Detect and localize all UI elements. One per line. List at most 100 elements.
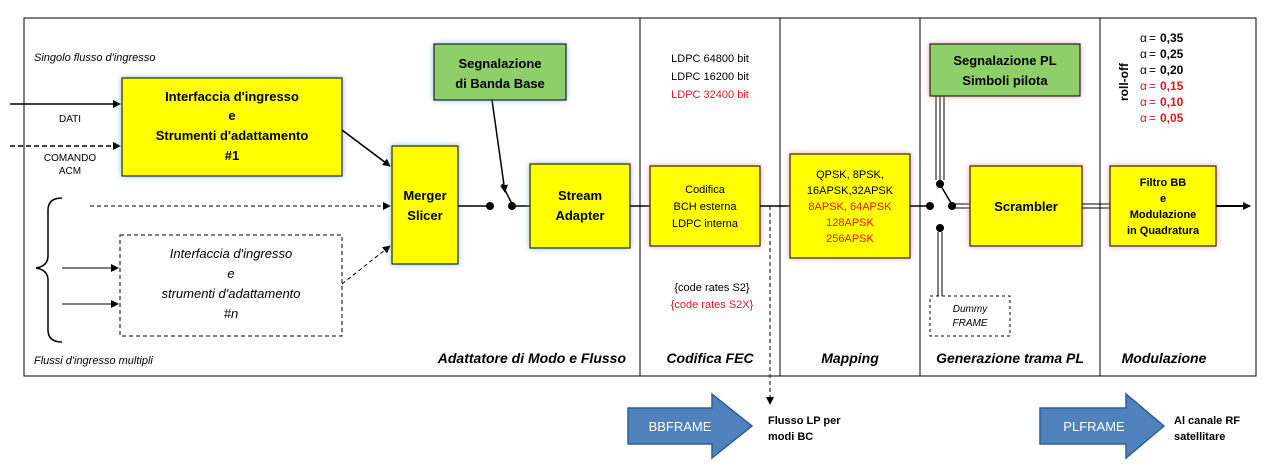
merger-label: Merger: [403, 188, 446, 203]
rolloff-eq: =: [1149, 79, 1156, 93]
switch2-node-2: [948, 202, 956, 210]
interface-1-line-4: #1: [225, 148, 239, 163]
interface-1-block: [121, 77, 343, 177]
stream-label: Stream: [558, 188, 602, 203]
single-input-title: Singolo flusso d'ingresso: [34, 52, 155, 64]
rolloff-item: α = 0,20: [1140, 63, 1184, 77]
arrow-ifn-merger: [341, 245, 391, 285]
rolloff-eq: =: [1149, 95, 1156, 109]
rf-channel-line-1: Al canale RF: [1174, 415, 1240, 427]
mapping-line-4: 128APSK: [826, 217, 874, 229]
switch2-node-3: [936, 180, 944, 188]
ldpc-32400: LDPC 32400 bit: [671, 89, 749, 101]
multi-input-brace: [35, 197, 63, 343]
rolloff-alpha: α: [1140, 63, 1147, 77]
pl-signalling-line-1: Segnalazione PL: [953, 53, 1056, 68]
ldpc-64800: LDPC 64800 bit: [671, 53, 749, 65]
mapping-block: [789, 153, 911, 259]
rolloff-value-3: 0,20: [1160, 63, 1184, 77]
rolloff-label: roll-off: [1117, 62, 1131, 101]
interface-1-line-3: Strumenti d'adattamento: [156, 128, 309, 143]
interface-1-line-2: e: [228, 108, 235, 123]
arrow-if1-merger: [341, 129, 391, 167]
section-mapping: Mapping: [821, 350, 879, 366]
comando-label-1: COMANDO: [44, 153, 96, 164]
rolloff-eq: =: [1149, 111, 1156, 125]
mapping-line-5: 256APSK: [826, 233, 874, 245]
interface-n-line-1: Interfaccia d'ingresso: [170, 246, 292, 261]
ldpc-16200: LDPC 16200 bit: [671, 71, 749, 83]
stream-adapter-block: [529, 163, 631, 249]
comando-label-2: ACM: [59, 166, 81, 177]
code-rates-s2x: {code rates S2X}: [671, 299, 754, 311]
dummy-frame-block: [929, 295, 1011, 337]
dummy-line-1: Dummy: [953, 304, 988, 315]
rolloff-eq: =: [1149, 47, 1156, 61]
fec-block: [649, 165, 761, 247]
scrambler-block: [969, 165, 1083, 247]
pl-signalling-line-2: Simboli pilota: [962, 73, 1048, 88]
filter-line-1: Filtro BB: [1140, 177, 1186, 189]
merger-slicer-block: [391, 145, 459, 265]
rolloff-item: α = 0,35: [1140, 31, 1184, 45]
rolloff-item: α = 0,25: [1140, 47, 1184, 61]
pl-signalling-block: [929, 43, 1081, 97]
switch-node-1: [486, 202, 494, 210]
filter-line-3: Modulazione: [1130, 209, 1197, 221]
plframe-label: PLFRAME: [1063, 419, 1125, 434]
section-fec: Codifica FEC: [666, 350, 754, 366]
rolloff-item: α = 0,15: [1140, 79, 1184, 93]
interface-n-line-2: e: [227, 266, 234, 281]
multi-input-title: Flussi d'ingresso multipli: [34, 355, 153, 367]
rolloff-alpha: α: [1140, 111, 1147, 125]
lp-flow-line-2: modi BC: [768, 431, 813, 443]
dummy-line-2: FRAME: [953, 318, 988, 329]
rolloff-item: α = 0,10: [1140, 95, 1184, 109]
switch2-node-4: [936, 224, 944, 232]
adapter-label: Adapter: [555, 208, 604, 223]
rolloff-value-1: 0,35: [1160, 31, 1184, 45]
rolloff-list: α = 0,35 α = 0,25 α = 0,20 α = 0,15 α = …: [1140, 31, 1184, 125]
rolloff-item: α = 0,05: [1140, 111, 1184, 125]
mapping-line-1: QPSK, 8PSK,: [816, 169, 884, 181]
bb-signalling-line-1: Segnalazione: [458, 56, 541, 71]
rolloff-alpha: α: [1140, 79, 1147, 93]
interface-n-block: [119, 234, 343, 337]
code-rates-s2: {code rates S2}: [674, 282, 750, 294]
switch2-node-1: [926, 202, 934, 210]
fec-line-2: BCH esterna: [674, 201, 738, 213]
section-modulation: Modulazione: [1122, 350, 1207, 366]
plframe-arrow: [1039, 392, 1166, 460]
lp-flow-line-1: Flusso LP per: [768, 415, 841, 427]
scrambler-label: Scrambler: [994, 199, 1058, 214]
rolloff-alpha: α: [1140, 31, 1147, 45]
mapping-line-3: 8APSK, 64APSK: [808, 201, 892, 213]
filter-line-4: in Quadratura: [1127, 225, 1200, 237]
mapping-line-2: 16APSK,32APSK: [807, 185, 894, 197]
interface-n-line-3: strumenti d'adattamento: [161, 286, 300, 301]
rolloff-eq: =: [1149, 31, 1156, 45]
bb-signalling-line-2: di Banda Base: [455, 76, 545, 91]
rolloff-value-5: 0,10: [1160, 95, 1184, 109]
switch2-arm: [940, 185, 952, 204]
interface-1-line-1: Interfaccia d'ingresso: [165, 89, 299, 104]
fec-line-3: LDPC interna: [672, 218, 739, 230]
section-adapter: Adattatore di Modo e Flusso: [437, 350, 627, 366]
bb-signalling-block: [433, 43, 567, 101]
rolloff-alpha: α: [1140, 47, 1147, 61]
fec-line-1: Codifica: [685, 184, 726, 196]
bbframe-label: BBFRAME: [649, 419, 712, 434]
bbframe-arrow: [627, 392, 754, 460]
rolloff-value-4: 0,15: [1160, 79, 1184, 93]
interface-n-line-4: #n: [224, 306, 238, 321]
rf-channel-line-2: satellitare: [1174, 431, 1225, 443]
bb-signal-drop: [491, 99, 508, 193]
slicer-label: Slicer: [407, 208, 442, 223]
rolloff-eq: =: [1149, 63, 1156, 77]
rolloff-value-2: 0,25: [1160, 47, 1184, 61]
rolloff-alpha: α: [1140, 95, 1147, 109]
dati-label: DATI: [59, 114, 81, 125]
switch-arm: [501, 183, 513, 205]
filter-line-2: e: [1160, 193, 1166, 205]
